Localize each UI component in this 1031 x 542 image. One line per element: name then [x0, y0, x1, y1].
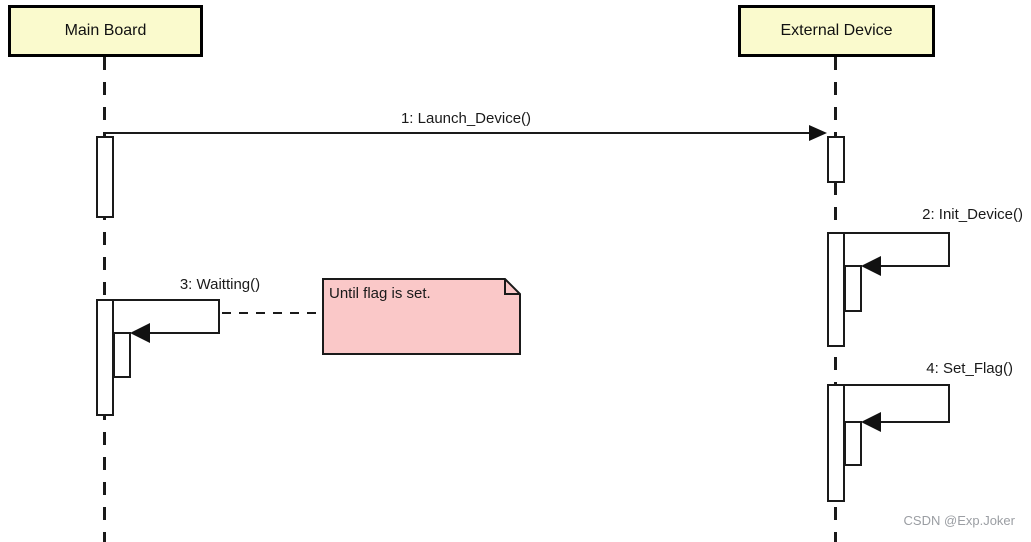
activation-main-board-2: [96, 299, 114, 416]
activation-external-device-2: [827, 232, 845, 347]
arrow-right-icon: [809, 125, 827, 141]
arrow-left-icon: [130, 323, 150, 343]
message-1-label: 1: Launch_Device(): [400, 110, 532, 127]
message-3-line-right: [218, 299, 220, 334]
message-3-line-top: [114, 299, 220, 301]
activation-external-device-1: [827, 136, 845, 183]
message-1-line: [105, 132, 810, 134]
arrow-left-icon: [861, 256, 881, 276]
note-text: Until flag is set.: [329, 285, 431, 302]
actor-label-external-device: External Device: [780, 22, 893, 39]
message-2-label: 2: Init_Device(): [922, 206, 1023, 223]
watermark-text: CSDN @Exp.Joker: [903, 513, 1015, 528]
message-3-line-return: [148, 332, 220, 334]
message-4-line-top: [845, 384, 950, 386]
activation-external-device-3: [827, 384, 845, 502]
note-shape: [322, 278, 521, 355]
actor-label-main-board: Main Board: [64, 22, 147, 39]
note-fold-icon: [504, 279, 520, 295]
actor-box-external-device: External Device: [738, 5, 935, 57]
message-2-line-right: [948, 232, 950, 267]
note-body: [322, 278, 521, 355]
arrow-left-icon: [861, 412, 881, 432]
activation-external-device-3-nested: [844, 421, 862, 466]
message-2-line-top: [845, 232, 950, 234]
actor-box-main-board: Main Board: [8, 5, 203, 57]
message-4-line-right: [948, 384, 950, 423]
message-2-line-return: [879, 265, 950, 267]
message-4-label: 4: Set_Flag(): [926, 360, 1013, 377]
message-4-line-return: [879, 421, 950, 423]
note-anchor-line: [222, 312, 322, 314]
activation-main-board-1: [96, 136, 114, 218]
activation-main-board-2-nested: [113, 332, 131, 378]
activation-external-device-2-nested: [844, 265, 862, 312]
message-3-label: 3: Waitting(): [179, 276, 261, 293]
